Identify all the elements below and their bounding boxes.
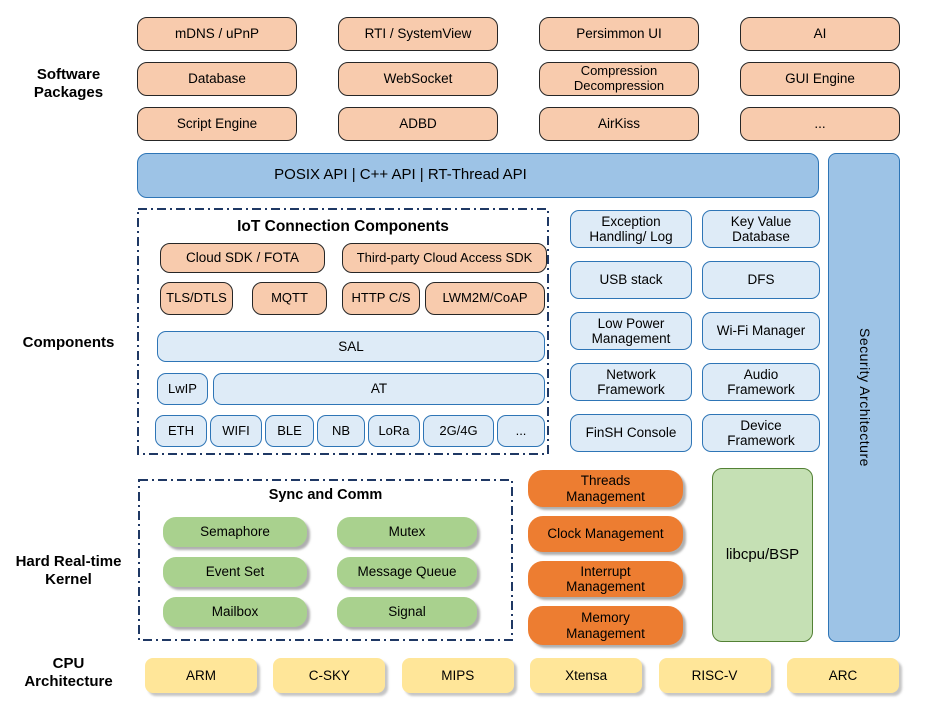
- components-label: Components: [22, 334, 115, 351]
- protocol-lwm2m-coap: LWM2M/CoAP: [425, 282, 545, 315]
- component-audio-framework: Audio Framework: [702, 363, 820, 401]
- kernel-memory-management: Memory Management: [528, 606, 683, 645]
- interface-ble: BLE: [265, 415, 314, 447]
- component-exception-log: Exception Handling/ Log: [570, 210, 692, 248]
- cloud-sdk-fota-box: Cloud SDK / FOTA: [160, 243, 325, 273]
- protocol-tls-dtls: TLS/DTLS: [160, 282, 233, 315]
- package-script-engine: Script Engine: [137, 107, 297, 141]
- sync-mutex: Mutex: [337, 517, 477, 547]
- cpu-mips: MIPS: [401, 658, 514, 693]
- package-rti-systemview: RTI / SystemView: [338, 17, 498, 51]
- package-mdns-upnp: mDNS / uPnP: [137, 17, 297, 51]
- cpu-arm: ARM: [145, 658, 257, 693]
- sync-and-comm-box: Sync and Comm Semaphore Mutex Event Set …: [138, 479, 513, 641]
- sync-semaphore: Semaphore: [163, 517, 307, 547]
- component-device-framework: Device Framework: [702, 414, 820, 452]
- sal-layer: SAL: [157, 331, 545, 362]
- package-gui-engine: GUI Engine: [740, 62, 900, 96]
- kernel-label: Hard Real-time Kernel: [15, 553, 122, 588]
- kernel-threads-management: Threads Management: [528, 470, 683, 507]
- component-usb-stack: USB stack: [570, 261, 692, 299]
- package-websocket: WebSocket: [338, 62, 498, 96]
- sync-grid: Semaphore Mutex Event Set Message Queue …: [163, 517, 477, 627]
- libcpu-bsp-box: libcpu/BSP: [712, 468, 813, 642]
- cpu-xtensa: Xtensa: [530, 658, 643, 693]
- interface-nb: NB: [317, 415, 365, 447]
- component-low-power: Low Power Management: [570, 312, 692, 350]
- cpu-architecture-label: CPU Architecture: [24, 655, 113, 690]
- sync-signal: Signal: [337, 597, 477, 627]
- protocol-http-cs: HTTP C/S: [342, 282, 420, 315]
- iot-connection-components-box: IoT Connection Components Cloud SDK / FO…: [137, 208, 549, 455]
- sync-and-comm-title: Sync and Comm: [268, 487, 383, 503]
- components-grid: Exception Handling/ Log Key Value Databa…: [570, 210, 820, 452]
- third-party-cloud-box: Third-party Cloud Access SDK: [342, 243, 547, 273]
- package-ai: AI: [740, 17, 900, 51]
- kernel-interrupt-management: Interrupt Management: [528, 561, 683, 597]
- package-adbd: ADBD: [338, 107, 498, 141]
- iot-components-title: IoT Connection Components: [237, 218, 449, 235]
- sync-message-queue: Message Queue: [337, 557, 477, 587]
- cpu-c-sky: C-SKY: [273, 658, 386, 693]
- security-architecture-text: Security Architecture: [856, 328, 873, 467]
- cpu-risc-v: RISC-V: [658, 658, 771, 693]
- at-box: AT: [213, 373, 545, 405]
- lwip-box: LwIP: [157, 373, 208, 405]
- api-bar: POSIX API | C++ API | RT-Thread API: [137, 153, 819, 198]
- component-wifi-manager: Wi-Fi Manager: [702, 312, 820, 350]
- package-compression-decompression: Compression Decompression: [539, 62, 699, 96]
- software-packages-grid: mDNS / uPnP RTI / SystemView Persimmon U…: [137, 17, 900, 141]
- kernel-clock-management: Clock Management: [528, 516, 683, 552]
- kernel-management-column: Threads Management Clock Management Inte…: [528, 470, 683, 645]
- package-persimmon-ui: Persimmon UI: [539, 17, 699, 51]
- sync-event-set: Event Set: [163, 557, 307, 587]
- component-key-value-db: Key Value Database: [702, 210, 820, 248]
- interface-row: ETH WIFI BLE NB LoRa 2G/4G ...: [155, 415, 545, 447]
- cpu-architecture-row: ARM C-SKY MIPS Xtensa RISC-V ARC: [145, 658, 899, 693]
- component-finsh-console: FinSH Console: [570, 414, 692, 452]
- software-packages-label: Software Packages: [33, 66, 104, 101]
- dash-dot-border: [137, 208, 549, 455]
- interface-more: ...: [497, 415, 545, 447]
- interface-2g4g: 2G/4G: [423, 415, 494, 447]
- component-network-framework: Network Framework: [570, 363, 692, 401]
- protocol-mqtt: MQTT: [252, 282, 327, 315]
- package-database: Database: [137, 62, 297, 96]
- package-airkiss: AirKiss: [539, 107, 699, 141]
- sync-mailbox: Mailbox: [163, 597, 307, 627]
- security-architecture-bar: Security Architecture: [828, 153, 900, 642]
- interface-lora: LoRa: [368, 415, 420, 447]
- cpu-arc: ARC: [786, 658, 899, 693]
- interface-wifi: WIFI: [210, 415, 262, 447]
- interface-eth: ETH: [155, 415, 207, 447]
- package-more: ...: [740, 107, 900, 141]
- component-dfs: DFS: [702, 261, 820, 299]
